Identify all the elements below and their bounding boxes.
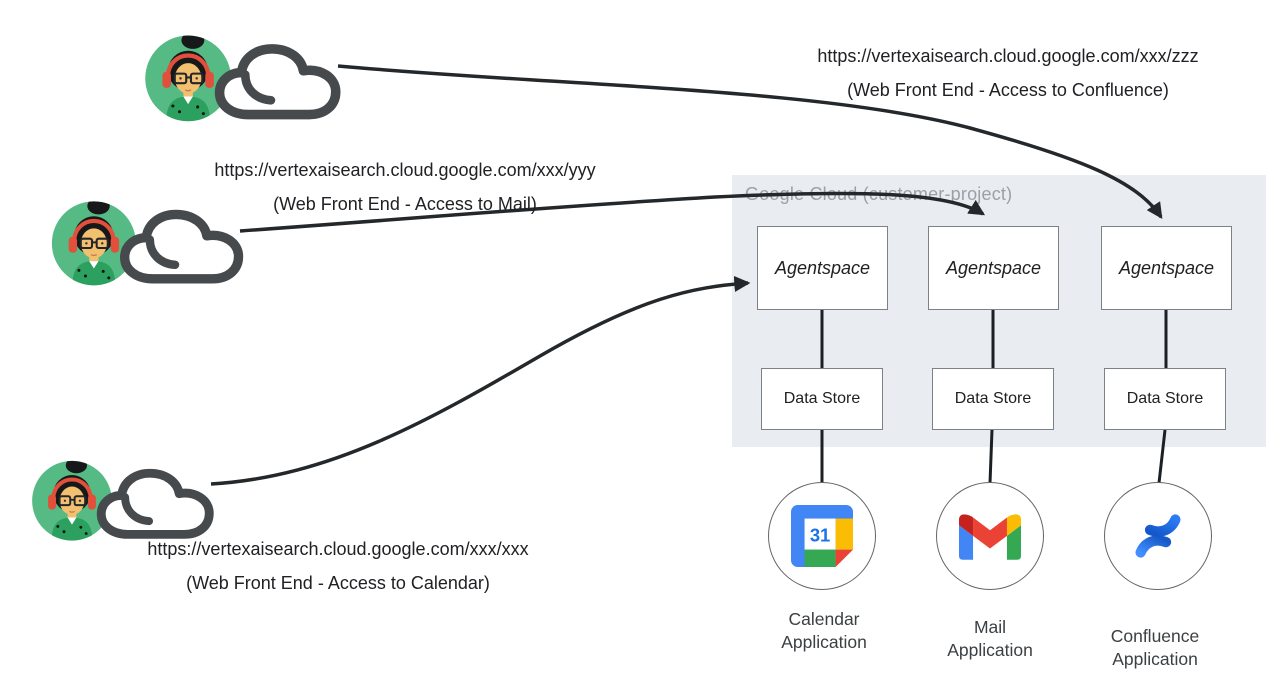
user-avatar: [51, 201, 136, 286]
url-subtext: (Web Front End - Access to Calendar): [186, 573, 490, 593]
url-text: https://vertexaisearch.cloud.google.com/…: [147, 539, 529, 559]
gmail-icon: [959, 513, 1021, 560]
user-avatar: [145, 35, 231, 122]
google-cloud-panel-label: Google Cloud (customer-project): [745, 184, 1013, 204]
mail-app-label: Mail Application: [915, 616, 1065, 662]
agentspace-label: Agentspace: [774, 257, 871, 278]
calendar-day-number: 31: [810, 524, 830, 545]
app-label-line2: Application: [781, 632, 867, 652]
user-avatar: [32, 460, 112, 541]
cloud-icon: [120, 209, 244, 284]
datastore-box-2: Data Store: [932, 368, 1054, 430]
datastore-box-1: Data Store: [761, 368, 883, 430]
user-mail-avatar-group: [50, 192, 260, 295]
calendar-app-circle: 31: [768, 482, 876, 590]
datastore-box-3: Data Store: [1104, 368, 1226, 430]
url-caption-confluence: https://vertexaisearch.cloud.google.com/…: [773, 39, 1243, 107]
google-calendar-icon: 31: [791, 505, 853, 567]
agentspace-label: Agentspace: [945, 257, 1042, 278]
mail-app-circle: [936, 482, 1044, 590]
confluence-icon: [1135, 514, 1181, 558]
app-label-line1: Mail: [973, 617, 1007, 637]
datastore-label: Data Store: [954, 390, 1032, 407]
url-subtext: (Web Front End - Access to Confluence): [847, 80, 1169, 100]
url-subtext: (Web Front End - Access to Mail): [273, 194, 537, 214]
agentspace-label: Agentspace: [1118, 257, 1215, 278]
url-caption-mail: https://vertexaisearch.cloud.google.com/…: [170, 153, 640, 221]
app-label-line1: Confluence: [1110, 626, 1200, 646]
url-text: https://vertexaisearch.cloud.google.com/…: [817, 46, 1199, 66]
arrow-user3-to-agentspace1: [210, 275, 751, 486]
app-label-line2: Application: [1112, 649, 1198, 669]
url-text: https://vertexaisearch.cloud.google.com/…: [214, 160, 596, 180]
agentspace-box-2: Agentspace: [928, 226, 1059, 310]
url-caption-calendar: https://vertexaisearch.cloud.google.com/…: [103, 532, 573, 600]
app-label-line2: Application: [947, 640, 1033, 660]
app-label-line1: Calendar: [788, 609, 860, 629]
calendar-app-label: Calendar Application: [749, 608, 899, 654]
datastore-label: Data Store: [1126, 390, 1204, 407]
user-calendar-avatar-group: [30, 452, 230, 550]
datastore-label: Data Store: [783, 390, 861, 407]
cloud-icon: [96, 468, 214, 539]
confluence-app-circle: [1104, 482, 1212, 590]
user-confluence-avatar-group: [143, 26, 358, 131]
cloud-icon: [214, 44, 341, 120]
confluence-app-label: Confluence Application: [1080, 625, 1230, 671]
agentspace-box-1: Agentspace: [757, 226, 888, 310]
agentspace-box-3: Agentspace: [1101, 226, 1232, 310]
